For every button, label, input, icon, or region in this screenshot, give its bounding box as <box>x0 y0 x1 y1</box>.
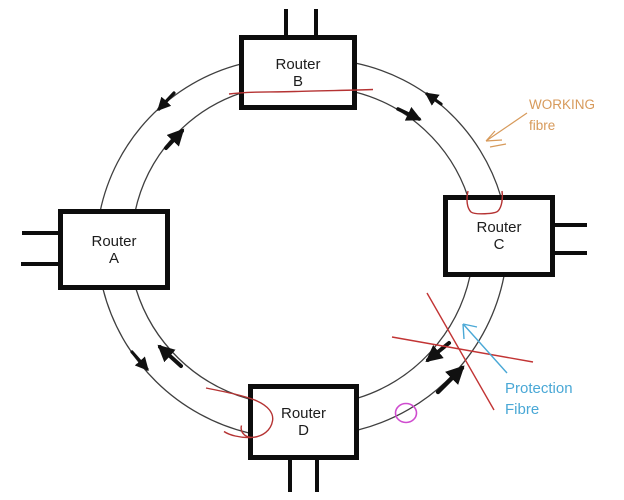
router-b-letter: B <box>292 72 303 90</box>
inner-fibre-arc-b-c <box>354 91 469 198</box>
working-fibre-callout-arrow-icon <box>485 112 528 148</box>
inner-fibre-arc-d-a <box>135 288 250 400</box>
router-d-box: Router D <box>248 384 359 460</box>
cut-line-shallow <box>391 336 534 363</box>
router-a-label: Router A <box>91 233 136 267</box>
router-port-stubs <box>21 9 587 492</box>
fibre-cut-x-mark <box>391 292 534 411</box>
outer-arrow-top-left-icon <box>157 91 176 111</box>
router-b-box: Router B <box>239 35 357 110</box>
router-a-name: Router <box>91 232 137 250</box>
working-fibre-label: WORKING fibre <box>529 94 595 136</box>
router-b-name: Router <box>275 55 321 73</box>
inner-arrow-top-right-icon <box>396 106 422 121</box>
protection-fibre-label-line1: Protection <box>505 380 573 397</box>
protection-fibre-label-line2: Fibre <box>505 401 540 418</box>
router-a-letter: A <box>108 249 119 267</box>
cut-line-steep <box>426 292 495 411</box>
inner-arrow-top-left-icon <box>164 128 185 150</box>
outer-arrow-top-right-icon <box>424 92 443 106</box>
outer-arrow-bottom-right-icon <box>435 365 465 395</box>
pen-mark-loop-router-d <box>205 387 274 439</box>
router-d-name: Router <box>280 405 327 422</box>
router-d-label: Router D <box>281 405 326 439</box>
outer-fibre-arc-b-c <box>354 62 502 198</box>
outer-arrow-bottom-left-icon <box>130 350 149 372</box>
router-d-letter: D <box>298 422 309 439</box>
working-fibre-label-line1: WORKING <box>529 97 595 112</box>
pen-mark-uturn-router-c <box>466 190 504 215</box>
inner-arrow-bottom-left-icon <box>157 344 183 368</box>
protection-arrow-strokes <box>462 323 508 374</box>
working-fibre-label-line2: fibre <box>529 118 556 133</box>
router-b-label: Router B <box>275 56 320 90</box>
fibre-direction-arrows <box>130 91 465 395</box>
magenta-highlight-circle <box>394 402 418 424</box>
protection-fibre-label: Protection Fibre <box>505 378 573 420</box>
protection-fibre-callout-arrow-icon <box>462 323 508 374</box>
router-c-label: Router C <box>476 219 521 253</box>
router-c-letter: C <box>493 236 505 253</box>
router-c-name: Router <box>476 219 522 236</box>
outer-fibre-arc-a-b <box>99 63 242 213</box>
pen-mark-through-router-b <box>228 88 374 95</box>
router-a-box: Router A <box>58 209 170 290</box>
outer-fibre-arc-d-a <box>102 288 250 434</box>
working-arrow-strokes <box>485 112 528 148</box>
